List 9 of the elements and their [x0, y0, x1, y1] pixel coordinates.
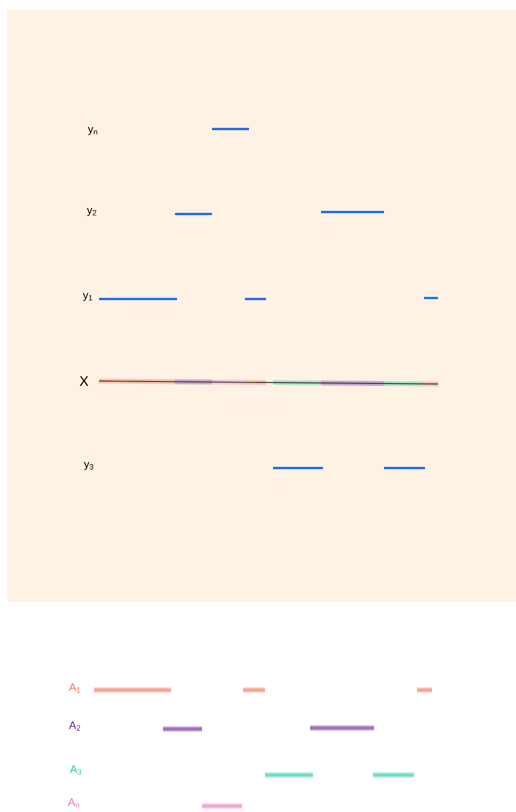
axis-label: y$_{1}$ [82, 292, 92, 302]
axis-label: A$_{3}$ [70, 765, 82, 775]
axis-label: y$_{n}$ [88, 126, 98, 136]
axis-label: y$_{3}$ [84, 462, 94, 470]
axis-label: A$_{2}$ [68, 721, 80, 731]
axis-label: y$_{2}$ [86, 208, 96, 216]
axis-label: A$_{n}$ [68, 798, 80, 808]
axis-label: A$_{1}$ [68, 683, 80, 693]
axis-label: X [80, 376, 88, 386]
